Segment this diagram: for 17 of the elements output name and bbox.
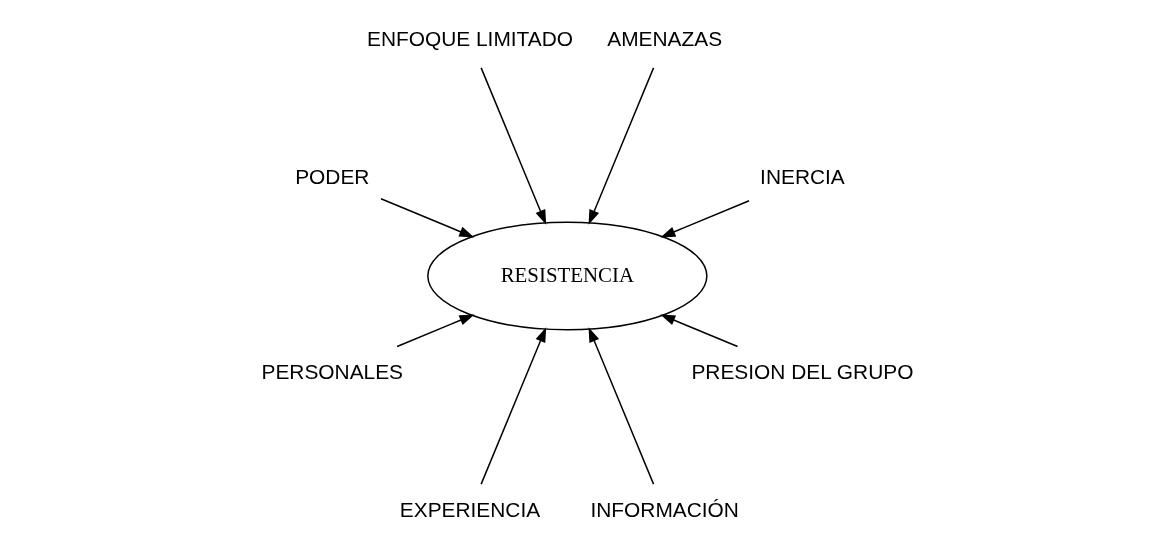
node-text: PRESION DEL GRUPO xyxy=(691,359,914,383)
arrow xyxy=(588,327,655,485)
arrow xyxy=(380,198,475,238)
arrow xyxy=(396,314,475,348)
node-text: EXPERIENCIA xyxy=(399,497,541,521)
node-text: PODER xyxy=(295,165,370,189)
arrow xyxy=(660,200,750,238)
arrow xyxy=(588,67,655,225)
node-text: INFORMACIÓN xyxy=(590,497,739,521)
arrow xyxy=(480,67,547,225)
node-ellipse: RESISTENCIA xyxy=(427,221,708,331)
arrow xyxy=(660,314,739,348)
node-text: ENFOQUE LIMITADO xyxy=(366,27,574,51)
node-text: PERSONALES xyxy=(261,359,404,383)
node-text: INERCIA xyxy=(760,165,845,189)
arrow xyxy=(480,327,547,485)
node-text: AMENAZAS xyxy=(607,27,723,51)
